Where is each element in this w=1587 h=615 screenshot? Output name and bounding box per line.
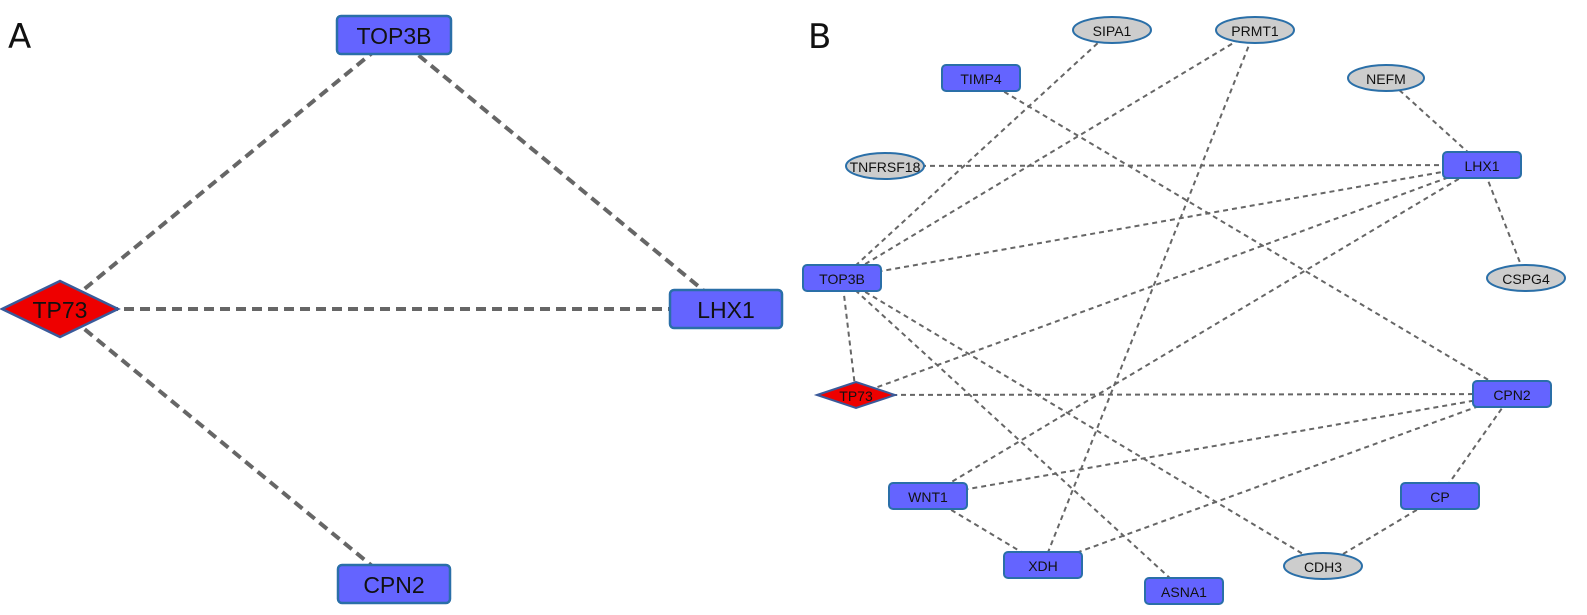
node-label: CSPG4 [1502,271,1550,287]
panel-a-edges [58,33,728,586]
node-label: TIMP4 [960,71,1001,87]
node-label: LHX1 [697,297,755,323]
node-ellipse [1486,264,1566,292]
node-nefm[interactable]: NEFM [1347,64,1425,92]
edge-top3b-lhx1 [841,164,1483,279]
edge-lhx1-cspg4 [1481,164,1527,279]
edge-tp73-cpn2 [58,307,396,586]
node-prmt1[interactable]: PRMT1 [1215,16,1295,44]
node-label: NEFM [1366,71,1406,87]
edge-tp73-top3b [58,33,396,311]
node-top3b[interactable]: TOP3B [802,264,882,292]
edge-tnfrsf18-lhx1 [884,164,1483,167]
edge-tp73-cpn2 [855,393,1513,396]
node-label: TP73 [33,297,88,323]
node-tp73[interactable]: TP73 [0,279,121,339]
panel-a-label: A [8,17,31,57]
node-label: TOP3B [357,23,432,49]
node-box [1144,577,1224,605]
edge-lhx1-tp73 [855,164,1483,396]
node-label: SIPA1 [1093,23,1132,39]
panel-b-label: B [808,17,831,57]
node-xdh[interactable]: XDH [1003,551,1083,579]
edge-timp4-cpn2 [980,77,1513,395]
node-ellipse [1215,16,1295,44]
edge-wnt1-cpn2 [927,393,1513,497]
node-cspg4[interactable]: CSPG4 [1486,264,1566,292]
edge-top3b-tp73 [841,277,857,396]
node-label: TP73 [839,388,873,404]
node-box [1442,151,1522,179]
node-label: TOP3B [819,271,865,287]
node-diamond [0,279,121,339]
node-label: LHX1 [1464,158,1499,174]
node-box [1400,482,1480,510]
edge-top3b-cdh3 [841,277,1324,567]
node-lhx1[interactable]: LHX1 [668,288,784,330]
node-box [941,64,1021,92]
edge-top3b-asna1 [841,277,1185,592]
node-box [1003,551,1083,579]
edge-nefm-lhx1 [1385,77,1483,166]
node-box [802,264,882,292]
node-asna1[interactable]: ASNA1 [1144,577,1224,605]
node-sipa1[interactable]: SIPA1 [1072,16,1152,44]
node-box [335,14,453,56]
node-tp73[interactable]: TP73 [813,380,899,410]
node-label: ASNA1 [1161,584,1207,600]
node-cp[interactable]: CP [1400,482,1480,510]
node-box [336,563,452,605]
edge-top3b-lhx1 [392,33,728,311]
node-cdh3[interactable]: CDH3 [1283,552,1363,580]
node-label: CPN2 [363,572,424,598]
node-lhx1[interactable]: LHX1 [1442,151,1522,179]
node-label: WNT1 [908,489,948,505]
edge-xdh-cpn2 [1042,393,1513,566]
edge-cpn2-cp [1439,393,1513,497]
node-box [668,288,784,330]
node-wnt1[interactable]: WNT1 [888,482,968,510]
node-label: CPN2 [1493,387,1531,403]
node-cpn2[interactable]: CPN2 [1472,380,1552,408]
node-ellipse [1072,16,1152,44]
node-cpn2[interactable]: CPN2 [336,563,452,605]
edge-lhx1-wnt1 [927,164,1483,497]
edge-prmt1-xdh [1042,29,1256,566]
node-diamond [813,380,899,410]
node-tnfrsf18[interactable]: TNFRSF18 [845,152,925,180]
node-ellipse [1347,64,1425,92]
node-label: CP [1430,489,1449,505]
node-label: TNFRSF18 [850,159,921,175]
node-label: PRMT1 [1231,23,1279,39]
node-top3b[interactable]: TOP3B [335,14,453,56]
node-ellipse [1283,552,1363,580]
node-box [1472,380,1552,408]
node-ellipse [845,152,925,180]
node-label: CDH3 [1304,559,1342,575]
node-label: XDH [1028,558,1058,574]
node-box [888,482,968,510]
node-timp4[interactable]: TIMP4 [941,64,1021,92]
edge-top3b-sipa1 [841,29,1113,279]
